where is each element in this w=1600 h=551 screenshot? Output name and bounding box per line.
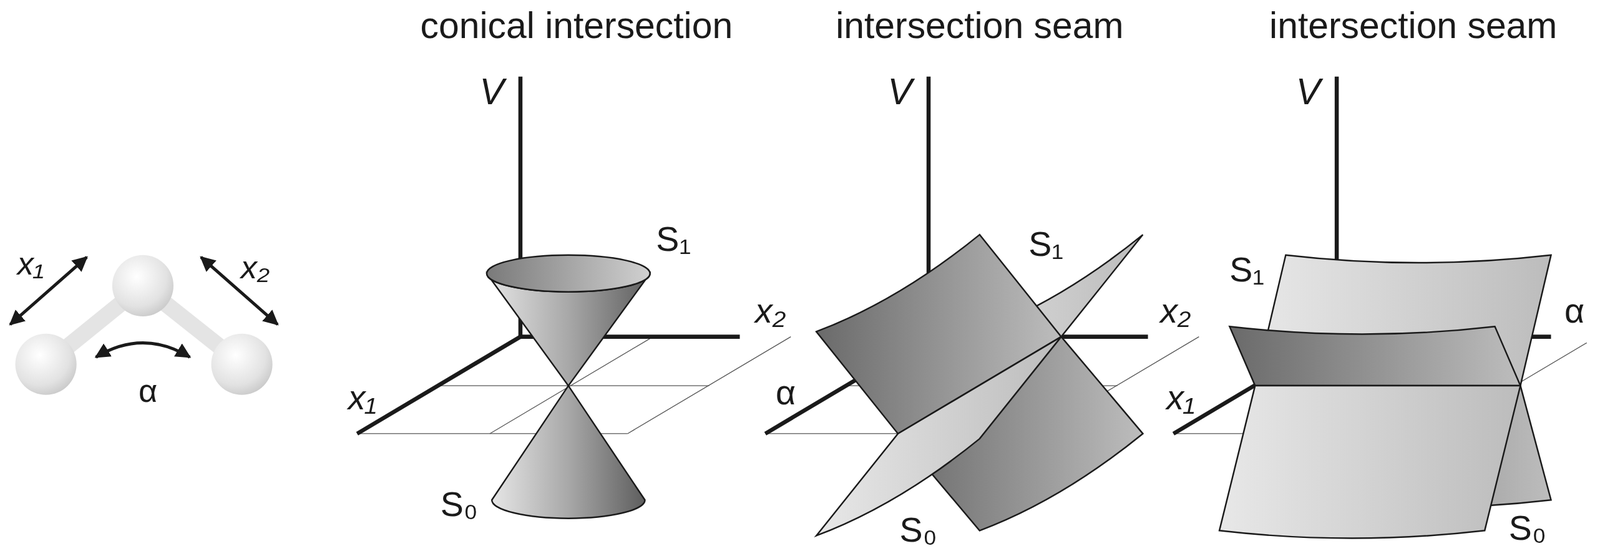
- surfaces: [1219, 255, 1551, 539]
- panel-conical: [356, 76, 791, 519]
- axis-label: V: [1296, 73, 1321, 111]
- axis-label: x₁: [348, 380, 377, 416]
- state-label: S₁: [1028, 227, 1064, 263]
- axis-label: V: [887, 73, 913, 111]
- axes: [1173, 76, 1551, 434]
- state-label: S₁: [1229, 253, 1265, 289]
- atom: [210, 333, 273, 396]
- lower-cone: [491, 385, 645, 519]
- panel-title: conical intersection: [420, 6, 734, 44]
- state-label: S₀: [899, 513, 938, 549]
- panel-title: intersection seam: [835, 6, 1124, 44]
- atom: [112, 255, 174, 317]
- panel-seam-1: [765, 76, 1199, 537]
- state-label: S₀: [440, 487, 479, 523]
- coordinate-label: x₁: [17, 247, 45, 280]
- panel-seam-2: [1173, 76, 1587, 539]
- state-label: S₁: [655, 222, 691, 258]
- cone-rim: [486, 255, 651, 293]
- bend-arrow: [96, 342, 190, 357]
- angle-label: α: [138, 374, 158, 407]
- coordinate-label: x₂: [240, 250, 270, 284]
- axis-label: V: [479, 73, 505, 111]
- surfaces: [816, 234, 1143, 536]
- axis-label: x₁: [1166, 380, 1195, 416]
- state-label: S₀: [1508, 511, 1547, 547]
- axis-label: x₂: [755, 293, 786, 329]
- axis-label: α: [1564, 293, 1585, 329]
- panel-title: intersection seam: [1269, 6, 1557, 44]
- atom: [15, 333, 77, 396]
- axis-label: x₂: [1160, 293, 1191, 329]
- axes: [356, 76, 740, 434]
- axis-label: α: [775, 375, 796, 411]
